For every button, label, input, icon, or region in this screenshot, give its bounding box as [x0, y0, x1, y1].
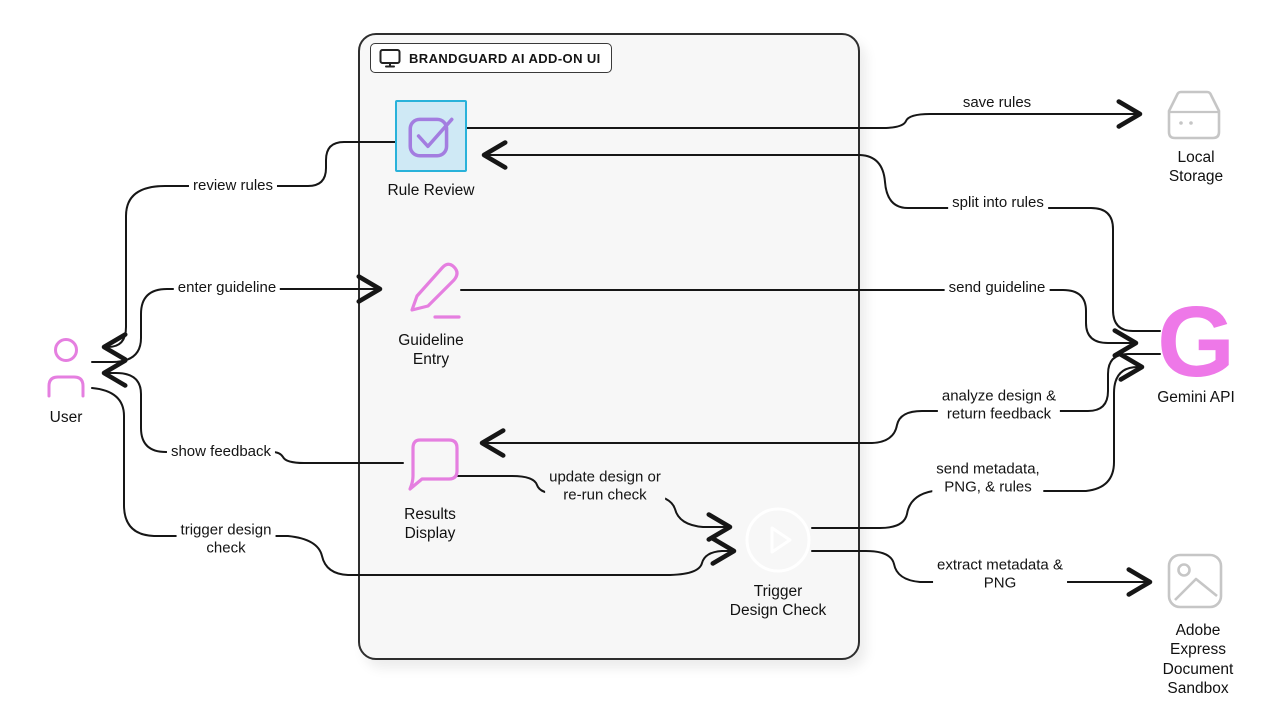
- edge-label-extract-metadata: extract metadata & PNG: [933, 555, 1067, 595]
- panel-title: BRANDGUARD AI ADD-ON UI: [409, 50, 601, 66]
- edge-enter-guideline: [91, 274, 383, 363]
- edge-save-rules: [466, 99, 1143, 129]
- edge-label-send-guideline: send guideline: [944, 277, 1050, 299]
- edge-extract-metadata: [811, 550, 1153, 597]
- edge-trigger-design-check: [91, 387, 737, 576]
- rule-review-label: Rule Review: [387, 182, 475, 199]
- gemini-api-label: Gemini API: [1157, 389, 1235, 406]
- monitor-icon: [379, 48, 401, 68]
- edge-split-into-rules: [481, 140, 1161, 332]
- adobe-sandbox-label: Adobe Express Document Sandbox: [1162, 622, 1234, 698]
- edge-label-split-into-rules: split into rules: [948, 192, 1048, 214]
- storage-icon: [1163, 88, 1225, 149]
- edge-label-analyze-design: analyze design & return feedback: [937, 386, 1061, 426]
- edge-label-trigger-design-check: trigger design check: [176, 520, 276, 560]
- edge-show-feedback: [101, 358, 404, 464]
- results-display-label: Results Display: [404, 506, 456, 543]
- guideline-entry-label: Guideline Entry: [398, 332, 464, 369]
- gemini-g-glyph: G: [1157, 286, 1235, 398]
- user-label: User: [49, 409, 83, 426]
- node-rule-review: [395, 100, 467, 172]
- edge-label-update-design: update design or re-run check: [545, 467, 665, 507]
- pencil-icon: [402, 259, 462, 328]
- edge-analyze-design: [479, 353, 1161, 458]
- edge-label-enter-guideline: enter guideline: [173, 277, 281, 299]
- image-icon: [1165, 551, 1225, 616]
- edge-label-show-feedback: show feedback: [166, 441, 276, 463]
- check-square-icon: [403, 108, 459, 164]
- trigger-design-check-label: Trigger Design Check: [729, 583, 827, 620]
- edge-label-save-rules: save rules: [958, 92, 1036, 114]
- play-circle-icon: [744, 506, 812, 579]
- edge-send-guideline: [460, 289, 1139, 358]
- edge-label-review-rules: review rules: [188, 175, 278, 197]
- edge-label-send-metadata: send metadata, PNG, & rules: [932, 459, 1044, 499]
- edge-review-rules: [101, 141, 396, 362]
- panel-title-badge: BRANDGUARD AI ADD-ON UI: [370, 43, 612, 73]
- edge-send-metadata: [811, 352, 1145, 529]
- speech-bubble-icon: [401, 434, 461, 499]
- local-storage-label: Local Storage: [1168, 149, 1224, 186]
- user-icon: [44, 336, 88, 403]
